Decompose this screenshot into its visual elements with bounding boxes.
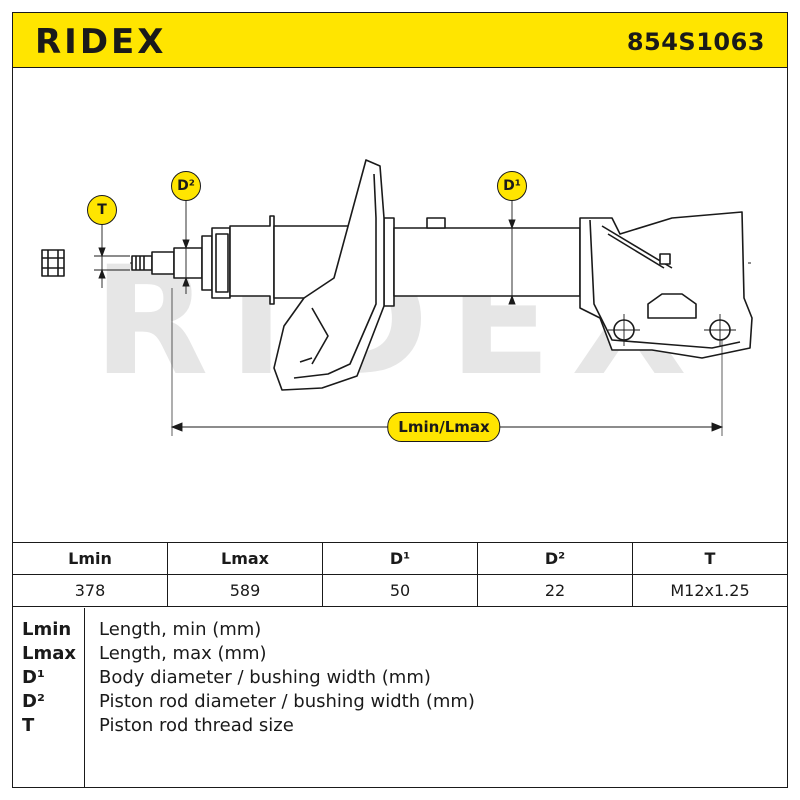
ridex-logo: RIDEX (35, 23, 167, 59)
legend-key: D² (22, 691, 45, 712)
part-number: 854S1063 (626, 28, 765, 56)
legend-desc: Piston rod thread size (99, 715, 294, 736)
legend-desc: Length, min (mm) (99, 619, 262, 640)
shock-absorber-drawing: RIDEX (12, 68, 788, 542)
header-t: T (632, 542, 788, 575)
spring-seat (273, 159, 385, 391)
legend: Lmin Length, min (mm) Lmax Length, max (… (12, 608, 788, 788)
nut-icon (41, 249, 65, 277)
legend-desc: Piston rod diameter / bushing width (mm) (99, 691, 475, 712)
dimension-label-d2: D² (171, 171, 201, 201)
spec-table: Lmin Lmax D¹ D² T 378 589 50 22 M12x1.25 (12, 542, 788, 607)
dimension-label-length: Lmin/Lmax (387, 412, 501, 442)
mounting-hole-lower (704, 314, 736, 346)
piston-rod (131, 235, 213, 291)
value-t: M12x1.25 (632, 574, 788, 607)
legend-desc: Body diameter / bushing width (mm) (99, 667, 431, 688)
technical-drawing: RIDEX (41, 159, 754, 436)
legend-key: Lmax (22, 643, 76, 664)
svg-text:RIDEX: RIDEX (35, 23, 167, 59)
value-lmin: 378 (12, 574, 168, 607)
legend-key: D¹ (22, 667, 45, 688)
legend-key: Lmin (22, 619, 72, 640)
legend-desc: Length, max (mm) (99, 643, 267, 664)
spec-table-header-row: Lmin Lmax D¹ D² T (12, 542, 788, 575)
header-d2: D² (477, 542, 633, 575)
value-d1: 50 (322, 574, 478, 607)
value-d2: 22 (477, 574, 633, 607)
header-bar: RIDEX 854S1063 (12, 12, 788, 68)
value-lmax: 589 (167, 574, 323, 607)
header-d1: D¹ (322, 542, 478, 575)
legend-key: T (22, 715, 35, 736)
header-lmin: Lmin (12, 542, 168, 575)
upper-mount (211, 215, 275, 305)
spec-table-value-row: 378 589 50 22 M12x1.25 (12, 574, 788, 607)
mounting-hole-upper (608, 314, 640, 346)
legend-divider (84, 608, 85, 788)
dimension-label-d1: D¹ (497, 171, 527, 201)
header-lmax: Lmax (167, 542, 323, 575)
dimension-label-t: T (87, 195, 117, 225)
